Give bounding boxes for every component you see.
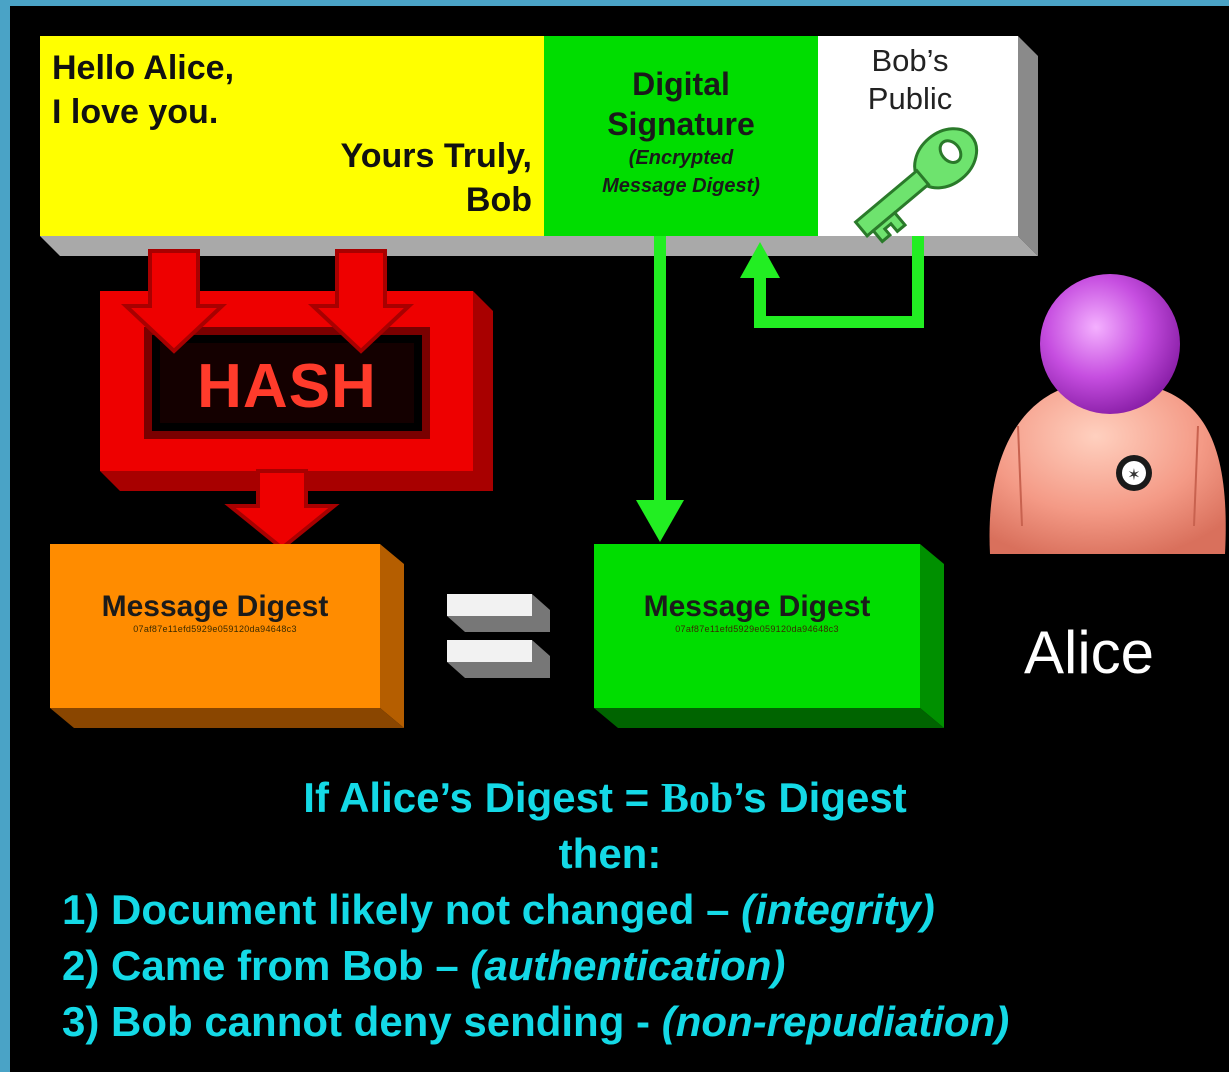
message-bar-3d xyxy=(40,36,1038,256)
signature-subtitle-1: (Encrypted xyxy=(628,147,734,169)
svg-text:✶: ✶ xyxy=(1127,465,1140,484)
conclusion-item-3-em: (non-repudiation) xyxy=(661,998,1010,1045)
signature-label: Digital Signature (Encrypted Message Dig… xyxy=(544,64,818,200)
digest-right-box xyxy=(594,544,944,728)
public-key-line-2: Public xyxy=(867,81,953,116)
conclusion-item-1: 1) Document likely not changed – (integr… xyxy=(62,882,935,938)
digest-left-label: Message Digest 07af87e11efd5929e059120da… xyxy=(50,590,380,634)
digest-left-box xyxy=(50,544,404,728)
slide: ✶ Hello Alice, I love you. Yours Truly, … xyxy=(10,6,1229,1072)
hash-input-arrow-left xyxy=(120,249,228,354)
conclusion-item-2-em: (authentication) xyxy=(470,942,786,989)
conclusion-item-3: 3) Bob cannot deny sending - (non-repudi… xyxy=(62,994,1009,1050)
key-to-signature-arrow xyxy=(754,236,924,328)
hash-label: HASH xyxy=(197,352,377,421)
conclusion-item-1-text: 1) Document likely not changed – xyxy=(62,886,742,933)
key-icon xyxy=(853,127,979,244)
conclusion-heading-a: If Alice’s Digest = xyxy=(303,774,661,821)
signature-title-2: Signature xyxy=(607,106,755,142)
message-line-2: I love you. xyxy=(52,93,219,131)
hash-input-arrow-right xyxy=(307,249,415,354)
key-to-signature-arrowhead xyxy=(740,242,780,278)
message-signer: Bob xyxy=(465,181,532,219)
digest-right-title: Message Digest xyxy=(643,590,871,623)
alice-label: Alice xyxy=(1024,619,1155,686)
digest-left-title: Message Digest xyxy=(101,590,329,623)
conclusion-heading: If Alice’s Digest = Bob’s Digest xyxy=(10,770,1200,827)
public-key-line-1: Bob’s xyxy=(871,43,949,78)
public-key-block xyxy=(818,36,1018,236)
digest-left-hex: 07af87e11efd5929e059120da94648c3 xyxy=(133,624,297,634)
digest-right-hex: 07af87e11efd5929e059120da94648c3 xyxy=(675,624,839,634)
signature-title-1: Digital xyxy=(632,66,730,102)
hash-output-arrow xyxy=(224,469,340,551)
conclusion-item-2-text: 2) Came from Bob – xyxy=(62,942,471,989)
conclusion-item-2: 2) Came from Bob – (authentication) xyxy=(62,938,785,994)
equals-sign xyxy=(447,594,550,678)
message-closing: Yours Truly, xyxy=(340,137,532,175)
user-avatar-icon: ✶ xyxy=(989,274,1226,554)
conclusion-then: then: xyxy=(558,830,662,877)
conclusion-item-1-em: (integrity) xyxy=(741,886,935,933)
conclusion-heading-bob: Bob xyxy=(660,776,734,822)
message-greeting: Hello Alice, I love you. xyxy=(52,46,234,134)
message-signoff: Yours Truly, Bob xyxy=(260,134,532,222)
public-key-label: Bob’s Public xyxy=(818,42,1002,118)
conclusion-heading-b: ’s Digest xyxy=(733,774,907,821)
conclusion-item-3-text: 3) Bob cannot deny sending - xyxy=(62,998,662,1045)
message-block xyxy=(40,36,544,236)
signature-down-arrowhead xyxy=(636,500,684,542)
signature-block xyxy=(544,36,818,236)
diagram-graphics: ✶ xyxy=(40,36,1226,728)
signature-subtitle-2: Message Digest) xyxy=(602,175,760,197)
message-line-1: Hello Alice, xyxy=(52,49,235,87)
digest-right-label: Message Digest 07af87e11efd5929e059120da… xyxy=(594,590,920,634)
